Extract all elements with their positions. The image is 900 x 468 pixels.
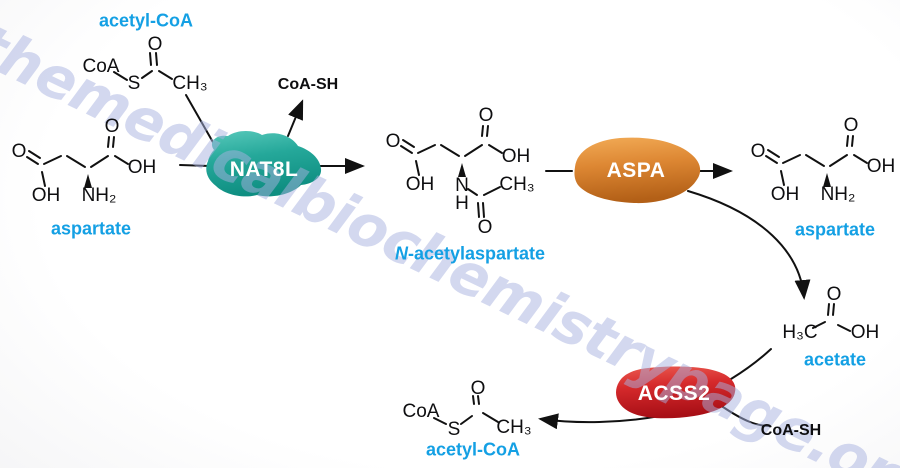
- atom-s: S: [127, 73, 141, 94]
- label-rest: -acetylaspartate: [407, 243, 546, 264]
- line-acetate-to-acss2: [730, 348, 772, 380]
- atom-n: N: [455, 175, 469, 196]
- bonds-aspartate-left: [26, 136, 129, 188]
- bonds-acetyl-coa-top: [113, 52, 173, 81]
- atom-oh: OH: [850, 322, 880, 343]
- enzyme-aspa: ASPA: [606, 159, 666, 182]
- atom-nh2: NH₂: [820, 184, 856, 205]
- atom-nh2: NH₂: [81, 185, 117, 206]
- label-aspartate-left: aspartate: [50, 218, 132, 239]
- atom-o: O: [11, 141, 27, 162]
- atom-s: S: [447, 419, 461, 440]
- cofactor-coash-top: CoA-SH: [277, 76, 339, 93]
- atom-oh: OH: [501, 146, 531, 167]
- arrow-acss2-to-acetylcoa: [538, 413, 661, 430]
- bonds-acetyl-coa-bottom: [433, 395, 499, 425]
- atom-ch3: CH₃: [172, 73, 208, 94]
- enzyme-aspa-blob: [574, 137, 701, 204]
- atom-ch3: CH₃: [499, 174, 535, 195]
- bonds-aspartate-right: [765, 135, 868, 187]
- enzyme-nat8l: NAT8L: [229, 158, 299, 181]
- atom-o: O: [104, 116, 120, 137]
- label-acetyl-coa-bottom: acetyl-CoA: [425, 439, 521, 460]
- atom-h3c: H₃C: [782, 322, 818, 343]
- line-acss2-to-coash: [722, 406, 770, 427]
- enzyme-acss2: ACSS2: [637, 382, 711, 405]
- atom-o: O: [470, 378, 486, 399]
- atom-h: H: [455, 193, 469, 214]
- atom-o: O: [385, 131, 401, 152]
- bonds-acetate: [812, 303, 851, 332]
- atom-oh: OH: [127, 157, 157, 178]
- atom-o: O: [826, 284, 842, 305]
- atom-o: O: [478, 105, 494, 126]
- bond-acetylcoa-to-nat8l: [185, 94, 215, 145]
- enzyme-nat8l-blob: [206, 131, 322, 197]
- atom-coa: CoA: [402, 401, 440, 422]
- label-acetyl-coa-top: acetyl-CoA: [98, 10, 194, 31]
- label-aspartate-right: aspartate: [794, 219, 876, 240]
- atom-ch3: CH₃: [496, 417, 532, 438]
- bonds-n-acetylaspartate: [400, 125, 503, 218]
- line-aspartate-to-nat8l: [179, 164, 211, 167]
- atom-o: O: [477, 217, 493, 238]
- atom-oh: OH: [31, 185, 61, 206]
- label-acetate: acetate: [803, 349, 867, 370]
- label-n-italic: N: [394, 243, 408, 264]
- arrow-aspa-to-acetate: [687, 190, 811, 300]
- arrow-nat8l-coash: [287, 99, 304, 137]
- atom-o: O: [750, 141, 766, 162]
- atom-oh: OH: [770, 184, 800, 205]
- atom-o: O: [843, 115, 859, 136]
- atom-o: O: [147, 34, 163, 55]
- atom-coa: CoA: [82, 56, 120, 77]
- label-n-acetylaspartate: N-acetylaspartate: [395, 244, 545, 265]
- enzyme-acss2-blob: [616, 366, 736, 419]
- cofactor-coash-bottom: CoA-SH: [760, 422, 822, 439]
- atom-oh: OH: [866, 156, 896, 177]
- atom-oh: OH: [405, 174, 435, 195]
